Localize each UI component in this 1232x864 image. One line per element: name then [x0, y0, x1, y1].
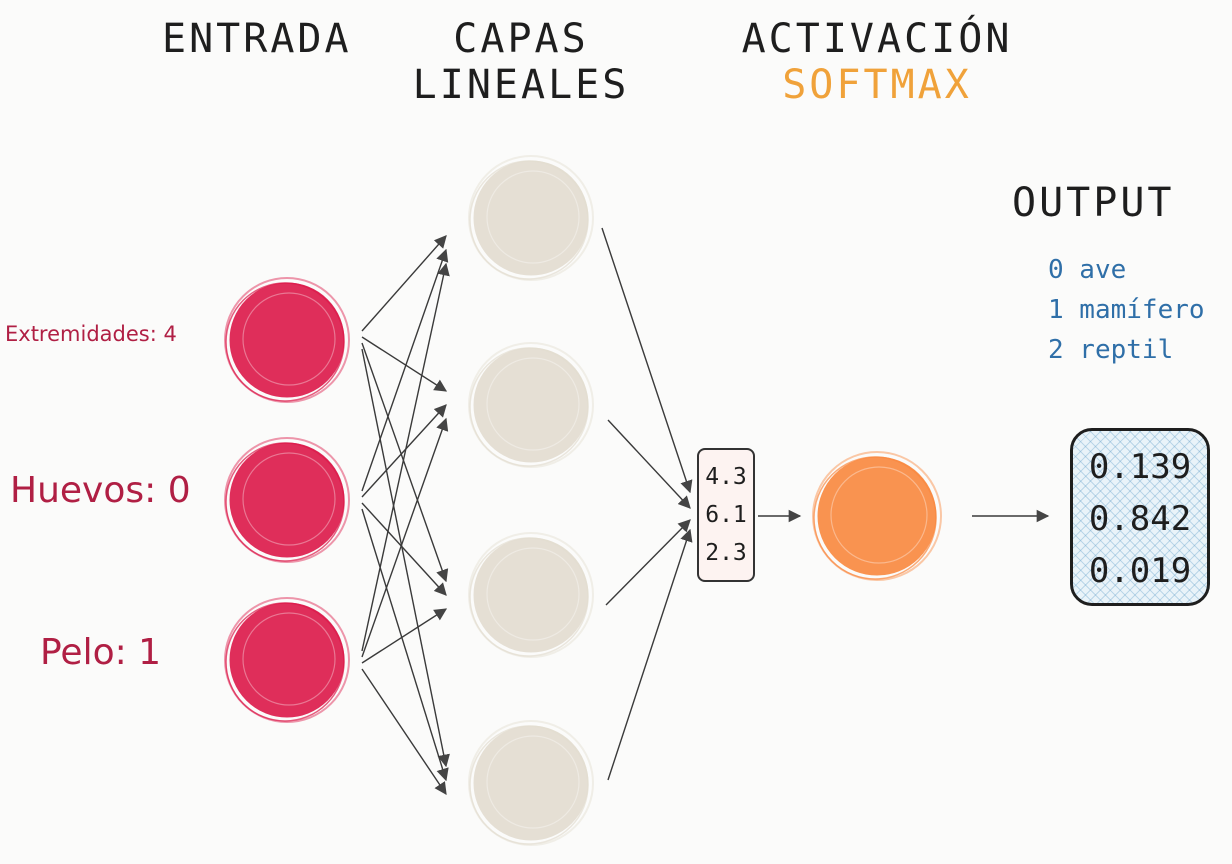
logit-value: 4.3	[705, 464, 747, 490]
class-legend-item: 1 mamífero	[1048, 295, 1205, 325]
softmax-node-scribble	[830, 466, 928, 564]
hidden-node-body	[473, 160, 589, 276]
hidden-node-ring	[468, 155, 594, 281]
header-capas-line1: CAPAS	[453, 16, 589, 62]
input-node-outline	[225, 442, 345, 562]
input-node-body	[229, 442, 345, 558]
hidden-node	[468, 155, 594, 281]
class-legend: 0 ave 1 mamífero 2 reptil	[1048, 250, 1205, 370]
input-label-pelo: Pelo: 1	[40, 632, 162, 673]
input-node-body	[229, 602, 345, 718]
hidden-node-ring	[468, 720, 594, 846]
input-label-extremidades: Extremidades: 4	[5, 322, 177, 346]
hidden-node-ring	[468, 532, 594, 658]
probability-value: 0.139	[1088, 447, 1192, 487]
logit-value: 6.1	[705, 502, 747, 528]
connection-line	[361, 668, 447, 796]
softmax-node-outline	[813, 456, 937, 580]
header-entrada: ENTRADA	[162, 16, 352, 62]
input-node-ring	[224, 597, 350, 723]
softmax-node	[812, 451, 942, 581]
connection-line	[361, 342, 449, 583]
header-softmax: SOFTMAX	[782, 62, 972, 108]
header-capas: CAPAS LINEALES	[398, 16, 644, 108]
input-node-scribble	[242, 452, 336, 546]
connection-line	[361, 608, 448, 664]
hidden-node-scribble	[486, 735, 580, 829]
input-node	[224, 597, 350, 723]
input-node-ring	[224, 277, 350, 403]
probabilities-box: 0.139 0.842 0.019	[1070, 428, 1210, 606]
header-capas-line2: LINEALES	[412, 62, 630, 108]
input-label-huevos: Huevos: 0	[10, 470, 191, 511]
input-node-body	[229, 282, 345, 398]
softmax-node-body	[817, 456, 937, 576]
connection-line	[361, 502, 447, 596]
class-legend-item: 2 reptil	[1048, 335, 1174, 365]
hidden-node-scribble	[486, 547, 580, 641]
softmax-node-ring	[812, 451, 942, 581]
hidden-node-scribble	[486, 170, 580, 264]
hidden-node-ring	[468, 342, 594, 468]
hidden-node-outline	[469, 537, 589, 657]
input-node-ring	[224, 437, 350, 563]
connection-line	[607, 528, 693, 781]
input-node	[224, 437, 350, 563]
connection-line	[361, 508, 449, 782]
logit-value: 2.3	[705, 540, 747, 566]
connection-line	[607, 419, 691, 509]
connection-line	[361, 336, 448, 392]
hidden-node	[468, 342, 594, 468]
connection-line	[605, 519, 691, 606]
connection-line	[361, 348, 450, 768]
hidden-node-body	[473, 725, 589, 841]
header-output: OUTPUT	[1012, 180, 1175, 226]
connection-line	[361, 235, 447, 332]
input-node-scribble	[242, 612, 336, 706]
connection-line	[361, 262, 450, 652]
header-activacion: ACTIVACIÓN SOFTMAX	[722, 16, 1032, 108]
hidden-node	[468, 720, 594, 846]
hidden-node-outline	[469, 725, 589, 845]
probability-value: 0.842	[1088, 499, 1192, 539]
hidden-node-scribble	[486, 357, 580, 451]
connection-line	[361, 248, 449, 492]
input-node-outline	[225, 602, 345, 722]
header-activacion-line1: ACTIVACIÓN	[741, 16, 1013, 62]
connection-line	[361, 417, 449, 658]
input-node-scribble	[242, 292, 336, 386]
logits-box: 4.3 6.1 2.3	[697, 448, 755, 582]
probability-value: 0.019	[1088, 551, 1192, 591]
hidden-node-outline	[469, 347, 589, 467]
hidden-node-outline	[469, 160, 589, 280]
input-node-outline	[225, 282, 345, 402]
hidden-node	[468, 532, 594, 658]
hidden-node-body	[473, 347, 589, 463]
class-legend-item: 0 ave	[1048, 255, 1127, 285]
hidden-node-body	[473, 537, 589, 653]
connection-line	[601, 227, 693, 494]
connection-line	[361, 404, 447, 498]
input-node	[224, 277, 350, 403]
